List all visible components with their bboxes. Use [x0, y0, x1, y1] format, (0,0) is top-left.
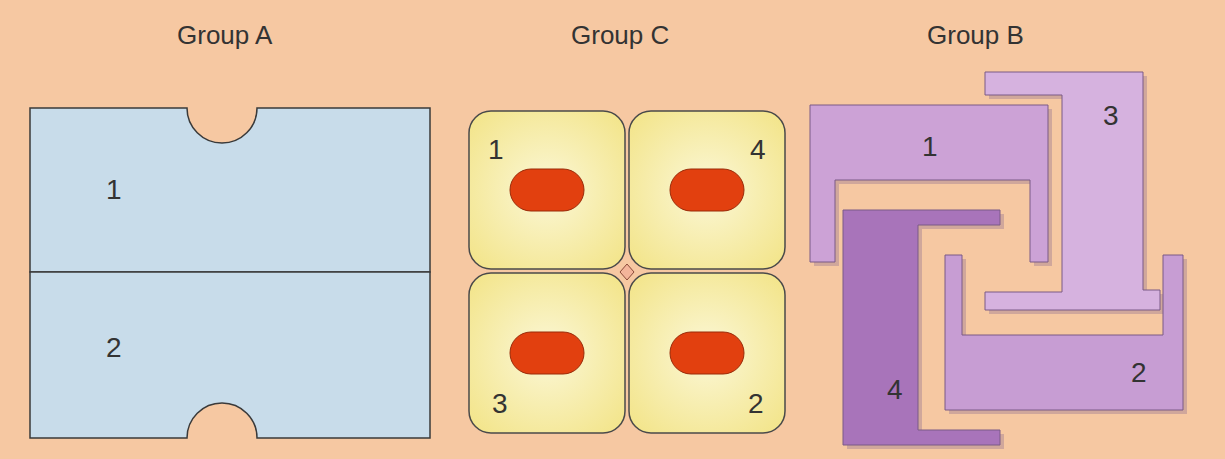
shape-outline: [30, 272, 430, 438]
group-title: Group B: [927, 22, 1024, 48]
piece-number: 1: [106, 176, 122, 204]
hook-piece: 2: [945, 255, 1183, 410]
shape-outline: [628, 110, 786, 270]
cell-shape: 3: [468, 272, 626, 434]
piece-number: 3: [1103, 102, 1119, 130]
group-title: Group C: [571, 22, 669, 48]
piece-number: 2: [748, 390, 764, 418]
tile-piece: 2: [30, 272, 430, 438]
piece-number: 2: [106, 334, 122, 362]
shape-outline: [468, 272, 626, 434]
cell-shape: 2: [628, 272, 786, 434]
piece-number: 4: [750, 136, 766, 164]
group-title: Group A: [177, 22, 272, 48]
piece-number: 4: [887, 376, 903, 404]
piece-number: 1: [922, 133, 938, 161]
shape-outline: [30, 108, 430, 272]
tile-piece: 1: [30, 108, 430, 272]
piece-number: 2: [1131, 359, 1147, 387]
shape-outline: [468, 110, 626, 270]
piece-number: 3: [492, 390, 508, 418]
cell-shape: 4: [628, 110, 786, 270]
piece-number: 1: [488, 136, 504, 164]
cell-shape: 1: [468, 110, 626, 270]
shape-outline: [945, 255, 1183, 410]
